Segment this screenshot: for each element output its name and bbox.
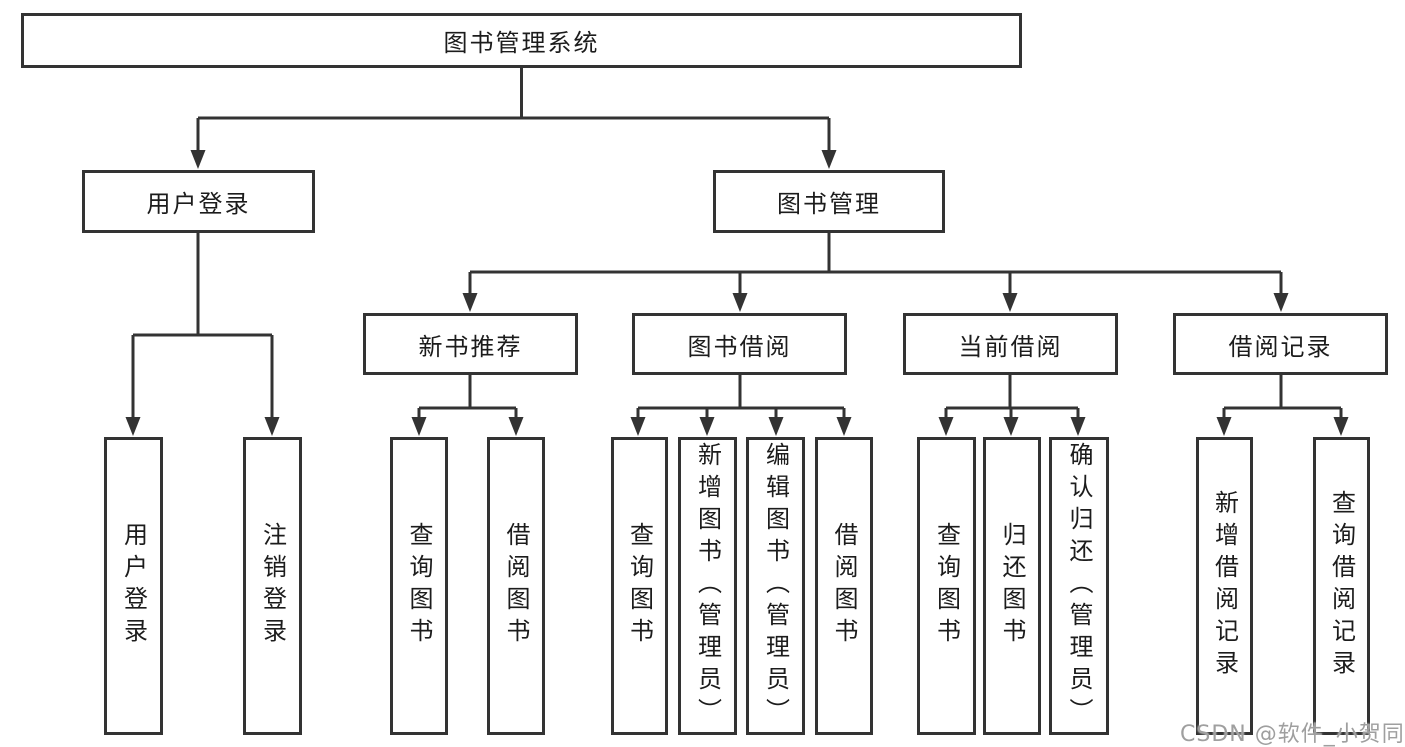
leaf-add-books-admin: 新增图书（管理员）: [678, 437, 737, 735]
leaf-borrow-books-recommend: 借阅图书: [487, 437, 545, 735]
leaf-query-borrow-record: 查询借阅记录: [1313, 437, 1370, 735]
node-book-management: 图书管理: [713, 170, 945, 233]
leaf-query-books-recommend: 查询图书: [390, 437, 448, 735]
leaf-logout: 注销登录: [243, 437, 302, 735]
node-current-borrowing: 当前借阅: [903, 313, 1118, 375]
node-borrowing-records: 借阅记录: [1173, 313, 1388, 375]
node-new-book-recommendation: 新书推荐: [363, 313, 578, 375]
leaf-query-books-current: 查询图书: [917, 437, 976, 735]
node-book-borrowing: 图书借阅: [632, 313, 847, 375]
leaf-borrow-books-borrowing: 借阅图书: [815, 437, 873, 735]
leaf-user-login: 用户登录: [104, 437, 163, 735]
leaf-edit-books-admin: 编辑图书（管理员）: [746, 437, 805, 735]
leaf-confirm-return-admin: 确认归还（管理员）: [1049, 437, 1109, 735]
leaf-add-borrow-record: 新增借阅记录: [1196, 437, 1253, 735]
node-user-login: 用户登录: [82, 170, 315, 233]
node-library-management-system: 图书管理系统: [21, 13, 1022, 68]
leaf-return-books: 归还图书: [983, 437, 1041, 735]
watermark: CSDN @软件_小贺同学: [1180, 722, 1405, 747]
leaf-query-books-borrowing: 查询图书: [611, 437, 668, 735]
